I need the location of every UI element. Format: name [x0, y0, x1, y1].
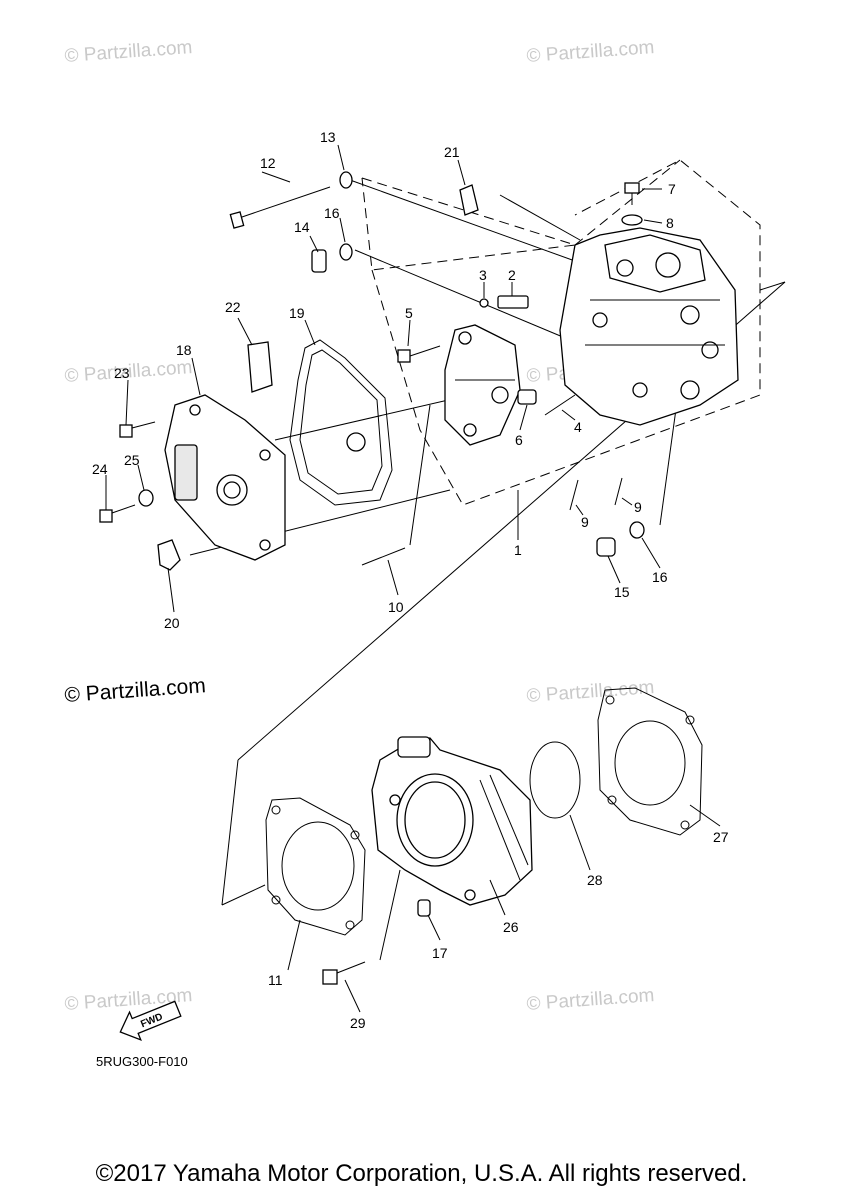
o-ring	[529, 741, 581, 819]
callout-16a: 16	[324, 205, 340, 221]
cylinder	[371, 736, 533, 906]
copyright-notice: ©2017 Yamaha Motor Corporation, U.S.A. A…	[95, 1160, 748, 1187]
callout-10: 10	[388, 599, 404, 615]
cam-holder	[444, 324, 521, 446]
watermark-top-right: © Partzilla.com	[526, 37, 655, 67]
callout-9a: 9	[581, 514, 589, 530]
callout-21: 21	[444, 144, 460, 160]
watermark-center-right: © Partzilla.com	[526, 677, 655, 707]
callout-2: 2	[508, 267, 516, 283]
callout-28: 28	[587, 872, 603, 888]
watermark-bottom-right: © Partzilla.com	[526, 985, 655, 1015]
callout-3: 3	[479, 267, 487, 283]
callout-15: 15	[614, 584, 630, 600]
callout-4: 4	[574, 419, 582, 435]
callout-27: 27	[713, 829, 729, 845]
callout-22: 22	[225, 299, 241, 315]
callout-23: 23	[114, 365, 130, 381]
callout-13: 13	[320, 129, 336, 145]
callout-16b: 16	[652, 569, 668, 585]
fasteners	[99, 171, 645, 985]
callout-5: 5	[405, 305, 413, 321]
callout-18: 18	[176, 342, 192, 358]
cylinder-gasket-upper	[597, 687, 703, 836]
callout-17: 17	[432, 945, 448, 961]
callout-24: 24	[92, 461, 108, 477]
callout-1: 1	[514, 542, 522, 558]
small-parts	[157, 184, 479, 571]
diagram-code: 5RUG300-F010	[96, 1054, 188, 1069]
callout-labels: 1 2 3 4 5 6 7 8 9 9 10 11 12 13 14 15 16…	[92, 129, 729, 1031]
callout-12: 12	[260, 155, 276, 171]
callout-9b: 9	[634, 499, 642, 515]
cylinder-gasket-lower	[265, 797, 366, 936]
callout-19: 19	[289, 305, 305, 321]
assembly-outline	[361, 159, 761, 506]
callout-25: 25	[124, 452, 140, 468]
head-cover	[164, 394, 286, 561]
callout-14: 14	[294, 219, 310, 235]
callout-26: 26	[503, 919, 519, 935]
callout-6: 6	[515, 432, 523, 448]
callout-11: 11	[268, 972, 283, 988]
head-cover-gasket	[289, 339, 393, 506]
watermark-top-left: © Partzilla.com	[64, 37, 193, 67]
cylinder-head	[559, 227, 739, 426]
callout-8: 8	[666, 215, 674, 231]
fwd-arrow: FWD	[119, 1000, 182, 1042]
callout-29: 29	[350, 1015, 366, 1031]
callout-7: 7	[668, 181, 676, 197]
callout-leaders	[105, 144, 721, 1013]
watermark-center-left: © Partzilla.com	[64, 674, 207, 707]
callout-20: 20	[164, 615, 180, 631]
